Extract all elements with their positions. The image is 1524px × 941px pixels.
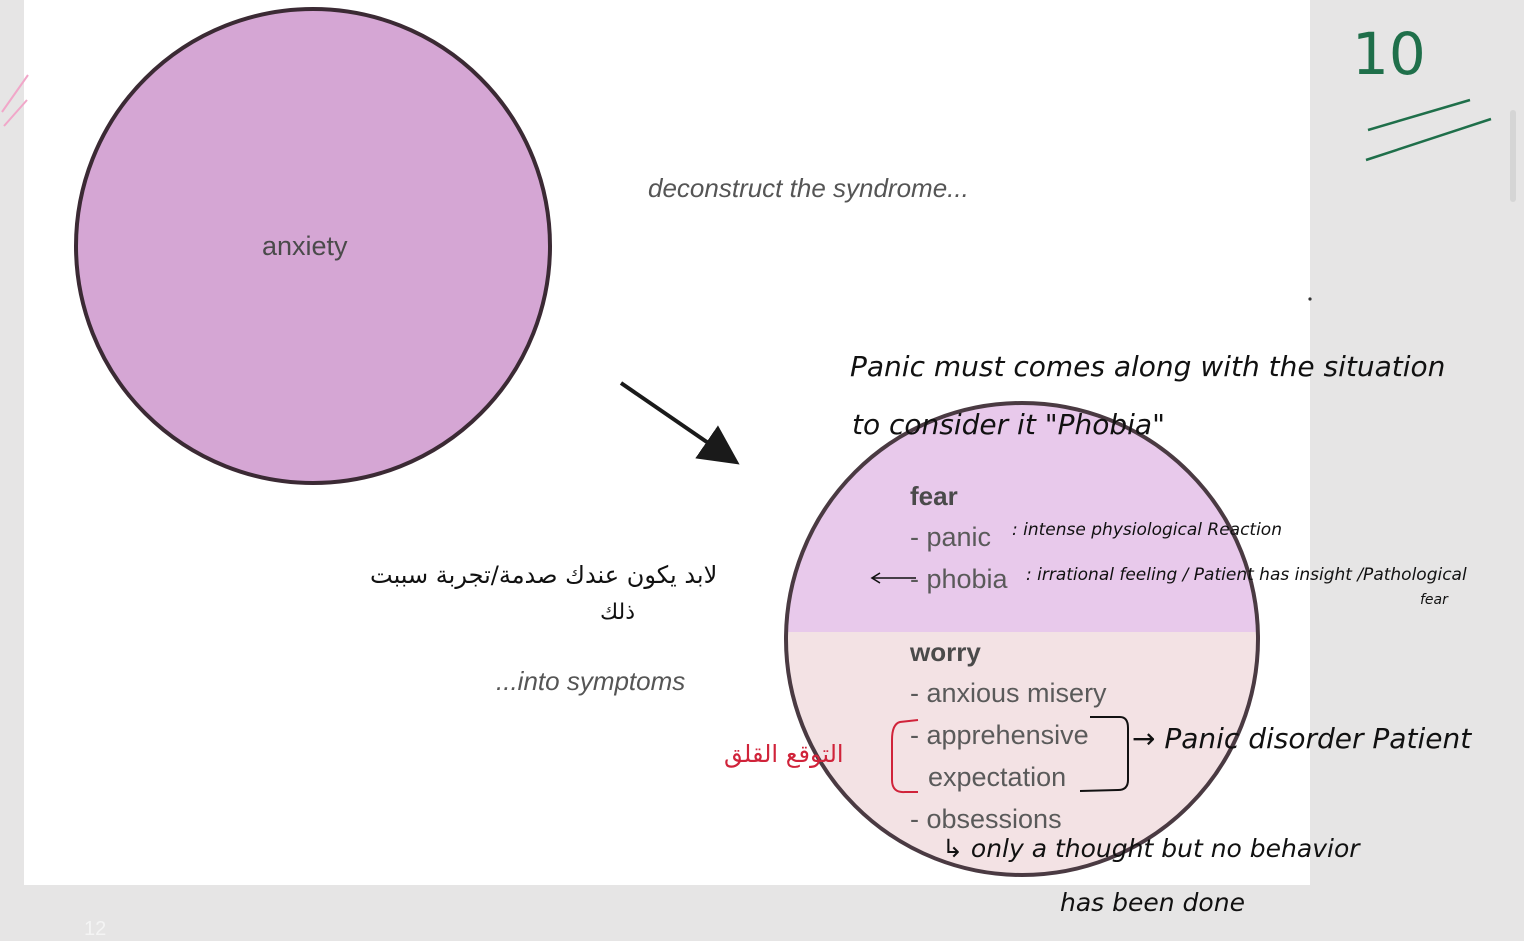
phobia-note-end: fear	[1420, 592, 1448, 608]
arabic-red-note: التوقع القلق	[724, 740, 844, 768]
worry-item-expectation: expectation	[928, 762, 1067, 792]
worry-item-apprehensive: - apprehensive	[910, 720, 1089, 750]
fear-heading: fear	[910, 481, 958, 511]
top-note-line1: Panic must comes along with the situatio…	[850, 350, 1446, 383]
anxiety-label: anxiety	[262, 231, 348, 261]
fear-item-phobia: - phobia	[910, 564, 1008, 594]
bracket-red	[891, 719, 919, 794]
obsession-note: ↳ only a thought but no behavior	[942, 834, 1360, 863]
page-number: 12	[84, 918, 107, 940]
worry-item-obsessions: - obsessions	[910, 804, 1062, 834]
score-note: 10	[1352, 20, 1426, 88]
score-underline	[1365, 98, 1492, 162]
top-note-line2: to consider it "Phobia"	[852, 408, 1165, 441]
symptoms-circle	[784, 401, 1260, 877]
deconstruct-arrow	[619, 381, 740, 465]
caption-top: deconstruct the syndrome...	[648, 173, 969, 203]
scrollbar[interactable]	[1510, 110, 1516, 202]
worry-item-misery: - anxious misery	[910, 678, 1107, 708]
phobia-note: : irrational feeling / Patient has insig…	[1026, 565, 1467, 585]
panic-note: : intense physiological Reaction	[1012, 520, 1282, 540]
caption-bottom: ...into symptoms	[496, 666, 686, 696]
panic-disorder-note: → Panic disorder Patient	[1132, 722, 1472, 755]
bracket-right	[1079, 716, 1129, 792]
pink-pen-stroke	[1, 74, 29, 127]
anxiety-circle	[74, 7, 552, 485]
arabic-note-line2: ذلك	[600, 600, 636, 625]
obsession-note-2: has been done	[1060, 888, 1245, 917]
arabic-note-line1: لابد يكون عندك صدمة/تجربة سببت	[370, 561, 718, 589]
worry-heading: worry	[910, 637, 981, 667]
fear-item-panic: - panic	[910, 522, 992, 552]
